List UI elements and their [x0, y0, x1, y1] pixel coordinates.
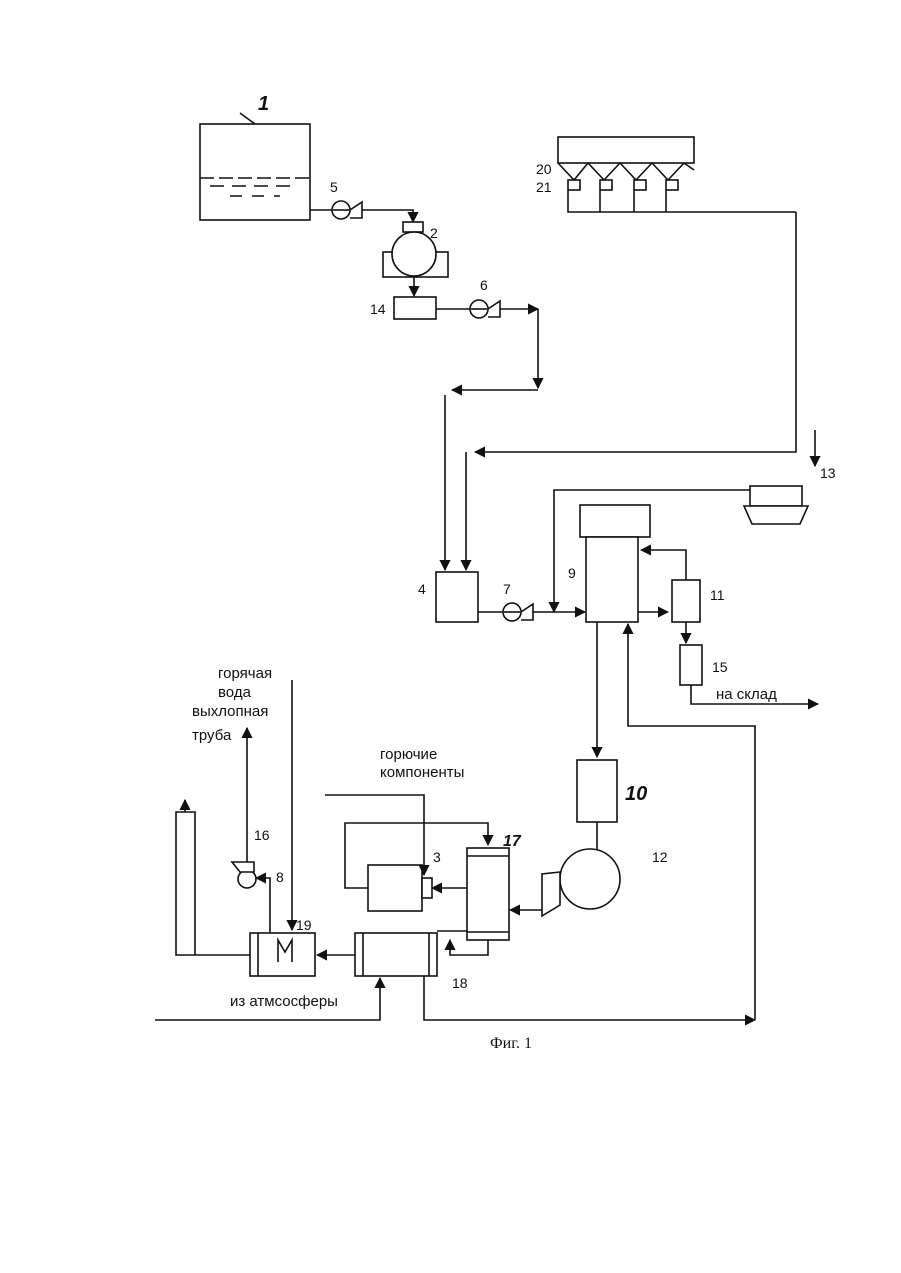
label-18: 18	[452, 975, 468, 991]
figure-caption: Фиг. 1	[490, 1035, 532, 1052]
fuel-label-line2: компоненты	[380, 764, 464, 781]
warehouse-label: на склад	[716, 686, 777, 703]
label-2: 2	[430, 225, 438, 241]
fan-12-icon	[542, 849, 620, 916]
label-6: 6	[480, 277, 488, 293]
label-14: 14	[370, 301, 386, 317]
label-5: 5	[330, 179, 338, 195]
label-13: 13	[820, 465, 836, 481]
fuel-label-line1: горючие	[380, 746, 437, 763]
feeder-13	[744, 486, 808, 524]
hot-water-label-line2: вода	[218, 684, 252, 701]
label-10: 10	[625, 783, 647, 805]
block-11	[672, 580, 700, 622]
fan-16-icon	[232, 862, 256, 888]
reactor-9	[580, 505, 650, 622]
label-7: 7	[503, 581, 511, 597]
exhaust-label-line1: выхлопная	[192, 703, 268, 720]
label-15: 15	[712, 659, 728, 675]
label-12: 12	[652, 849, 668, 865]
pump-6-icon	[470, 300, 500, 318]
heat-exchanger-17	[467, 848, 509, 940]
label-3: 3	[433, 849, 441, 865]
centrifuge-2	[383, 222, 448, 277]
hoppers-20-21	[558, 137, 796, 212]
label-8: 8	[276, 869, 284, 885]
exhaust-label-line2: труба	[192, 727, 232, 744]
block-14	[394, 297, 436, 319]
label-9: 9	[568, 565, 576, 581]
label-20: 20	[536, 161, 552, 177]
hot-water-label-line1: горячая	[218, 665, 272, 682]
label-16: 16	[254, 827, 270, 843]
from-atmosphere-label: из атмсосферы	[230, 993, 338, 1010]
pump-7-icon	[503, 603, 533, 621]
label-17: 17	[503, 833, 522, 850]
recuperator-18	[355, 933, 437, 976]
burner-3	[368, 865, 432, 911]
boiler-19	[250, 933, 315, 976]
label-1: 1	[258, 93, 269, 115]
label-19: 19	[296, 917, 312, 933]
label-21: 21	[536, 179, 552, 195]
block-15	[680, 645, 702, 685]
mixer-4	[436, 572, 478, 622]
label-4: 4	[418, 581, 426, 597]
tank-1	[200, 113, 310, 220]
pump-5-icon	[332, 201, 362, 219]
label-11: 11	[710, 587, 725, 603]
block-10	[577, 760, 617, 822]
